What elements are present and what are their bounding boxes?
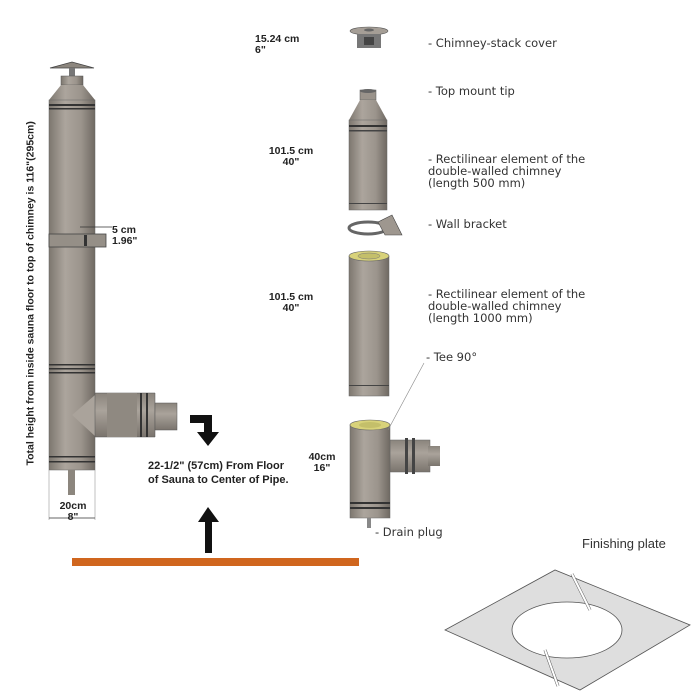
pipe-center-note: 22-1/2" (57cm) From Floor of Sauna to Ce… (148, 459, 289, 487)
wall-bracket (347, 214, 403, 236)
dim-element-500: 101.5 cm 40" (266, 146, 316, 168)
base-width-cm: 20cm (59, 500, 87, 512)
dim-cover: 15.24 cm 6" (255, 34, 299, 56)
bracket-offset-dim: 5 cm 1.96" (112, 225, 137, 247)
dim-in: 16" (313, 462, 331, 474)
height-label: Total height from inside sauna floor to … (24, 121, 37, 466)
label-wall-bracket: - Wall bracket (428, 217, 507, 231)
dim-in: 6" (255, 44, 266, 56)
label-finishing-plate: Finishing plate (582, 536, 666, 551)
finishing-plate (444, 569, 691, 691)
up-arrow-icon (198, 507, 219, 553)
label-top-mount-tip: - Top mount tip (428, 84, 515, 98)
rectilinear-element-1000mm (348, 250, 390, 397)
top-mount-tip (348, 89, 388, 211)
dim-cm: 15.24 cm (255, 33, 300, 45)
chimney-stack-cover (349, 26, 389, 48)
pipe-center-line2: of Sauna to Center of Pipe. (148, 474, 289, 486)
dim-cm: 101.5 cm (268, 145, 314, 157)
dim-element-1000: 101.5 cm 40" (266, 292, 316, 314)
label-chimney-stack-cover: - Chimney-stack cover (428, 36, 557, 50)
bent-arrow-icon (190, 415, 219, 446)
tee-90 (349, 362, 440, 528)
label-drain-plug: - Drain plug (375, 525, 443, 539)
base-width-in: 8" (67, 511, 79, 523)
floor-line (72, 558, 359, 566)
assembled-chimney (48, 61, 178, 520)
pipe-center-line1: 22-1/2" (57cm) From Floor (148, 460, 285, 472)
dim-tee: 40cm 16" (304, 452, 340, 474)
dim-cm: 40cm (308, 451, 336, 463)
bracket-offset-in: 1.96" (112, 235, 138, 247)
dim-in: 40" (282, 156, 300, 168)
bracket-offset-cm: 5 cm (112, 224, 136, 236)
dim-in: 40" (282, 302, 300, 314)
base-width-dim: 20cm 8" (52, 501, 94, 523)
label-tee-90: - Tee 90° (426, 350, 478, 364)
dim-cm: 101.5 cm (268, 291, 314, 303)
